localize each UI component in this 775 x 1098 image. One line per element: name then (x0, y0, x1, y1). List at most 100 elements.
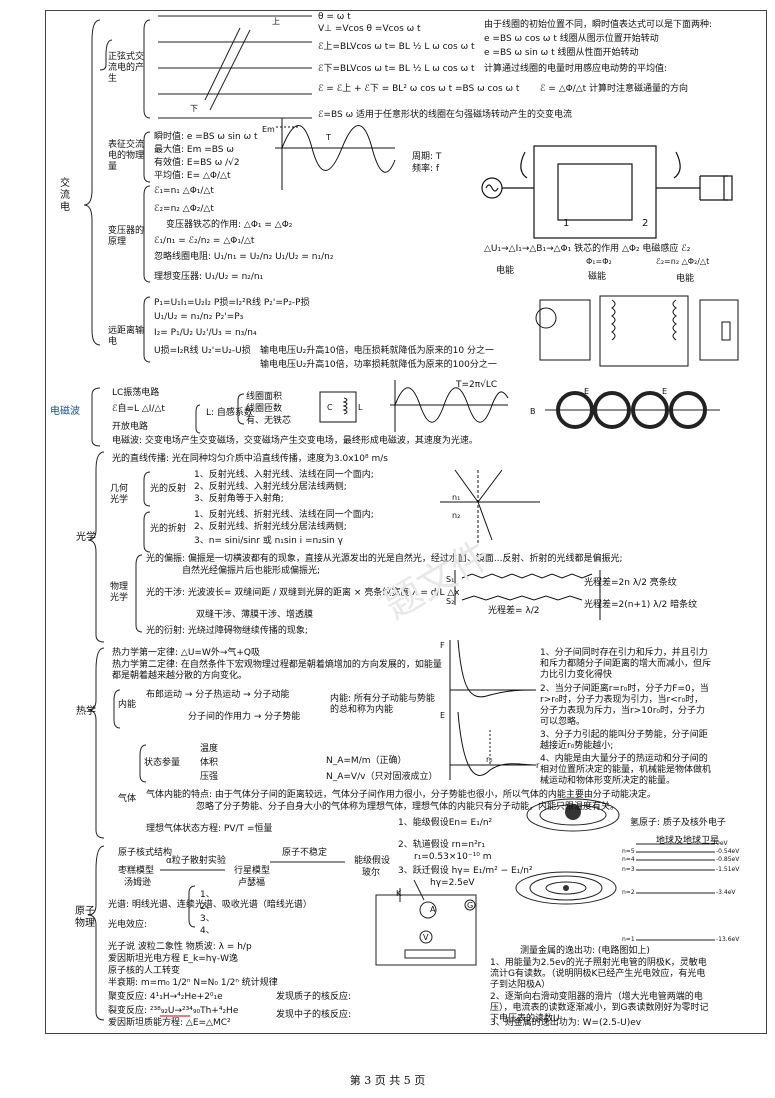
atom-proton: 发现质子的核反应: (276, 992, 352, 1002)
ring-e1: E (584, 387, 590, 396)
optics-interference-2: 双缝干涉、薄膜干涉、增透膜 (196, 610, 314, 620)
mol-3: 3、分子力引起的能叫分子势能，分子间距越接近r₀势能越小; (540, 730, 708, 751)
thermo-inner-def: 内能: 所有分子动能与势能的总和称为内能 (330, 694, 435, 715)
atom-alpha: α粒子散射实验 (166, 856, 226, 866)
mol-1: 1、分子间同时存在引力和斥力，并且引力和斥力都随分子间距离的增大而减小，但斥力比… (540, 648, 712, 680)
graph-axis-e: E (440, 711, 446, 720)
optics-diffraction: 光的衍射: 光绕过障碍物继续传播的现象; (146, 626, 308, 636)
dist-loss: U损=I₂R线 U₂'=U₂-U损 (154, 346, 251, 356)
level-n1: n=1 (622, 936, 635, 943)
photo-1: 1、 (200, 890, 215, 900)
optics-geo: 几何光学 (110, 484, 129, 505)
refraction-item-0: 1、反射光线、折射光线、法线在同一个面内; (194, 510, 374, 520)
thermo-brown: 布郎运动 → 分子热运动 → 分子动能 (146, 690, 290, 700)
na-correct: N_A=M/m（正确） (326, 756, 407, 766)
thermo-gas: 气体 (118, 794, 137, 804)
photo-hv: hγ=2.5eV (430, 878, 475, 888)
level-5: -13.6eV (716, 936, 740, 943)
atom-ruth: 行星模型 (234, 866, 271, 876)
optics-reflection: 光的反射 (150, 484, 187, 494)
ring-b: B (530, 407, 536, 416)
page-footer: 第 3 页 共 5 页 (349, 1074, 426, 1087)
thermo-law1: 热力学第一定律: △U=W外→气+Q吸 (112, 648, 261, 658)
refraction-item-1: 2、反射光线、折射光线分居法线两侧; (194, 522, 347, 532)
section-optics-label: 光学 (76, 532, 96, 543)
flow-e2: ℰ₂=n₂ △Φ₂/△t (656, 257, 710, 266)
note-cos: e =BS ω cos ω t 线圈从图示位置开始转动 (484, 34, 659, 44)
dist-power: P₁=U₁I₁=U₂I₂ P损=I₂²R线 P₂'=P₂-P损 (154, 298, 310, 308)
level-n5: n=5 (622, 848, 635, 855)
optics-phys: 物理光学 (110, 582, 129, 603)
ac-gen-title: 正弦式交流电的产生 (108, 52, 145, 84)
reflection-item-0: 1、反射光线、入射光线、法线在同一个面内; (194, 470, 374, 480)
graph-axis-f: F (440, 641, 445, 650)
atom-photo: 光电效应: (108, 920, 148, 930)
optics-refraction: 光的折射 (150, 524, 187, 534)
atom-mass: 爱因斯坦质能方程: △E=△MC² (108, 1018, 231, 1028)
earth-satellite: 地球及地球卫星 (656, 836, 720, 846)
em-l-item-1: 线圈匝数 (246, 404, 283, 414)
dist-ratio: U₁/U₂ = n₁/n₂ P₂'=P₃ (154, 312, 244, 322)
level-0: 0eV (716, 840, 728, 847)
em-open: 开放电路 (112, 422, 149, 432)
flow-electric-2: 电能 (676, 274, 695, 284)
thermo-law2: 热力学第二定律: 在自然条件下宏观物理过程都是朝着熵增加的方向发展的，如能量都是… (112, 660, 442, 681)
eq-theta: θ = ω t (318, 12, 351, 22)
eq-emf-bottom: ℰ下=BLVcos ω t= BL ½ L ω cos ω t (318, 64, 475, 74)
measure-title: 测量金属的逸出功: (电路图如上) (520, 946, 650, 956)
measure-1: 1、用能量为2.5ev的光子照射光电管的阴极K，灵敏电流计G有读数。（说明阴极K… (490, 958, 707, 990)
note-sin: e =BS ω sin ω t 线圈从性面开始转动 (484, 48, 639, 58)
atom-fission: 裂变反应: ²³⁸₉₂U→²³⁴₉₀Th+⁴₂He (108, 1006, 239, 1016)
path-bright: 光程差=2n λ/2 亮条纹 (584, 578, 677, 588)
h-atom: 氢原子: 质子及核外电子 (630, 818, 726, 828)
level-2: -0.85eV (716, 856, 740, 863)
atom-halflife: 半衰期: m=m₀ 1/2ⁿ N=N₀ 1/2ⁿ 统计规律 (108, 978, 278, 988)
level-n2: n=2 (622, 889, 635, 896)
photo-4: 4、 (200, 926, 215, 936)
mol-4: 4、内能是由大量分子的热运动和分子间的相对位置所决定的能量，机械能是物体做机械运… (540, 754, 712, 786)
gas-inner: 气体内能的特点: 由于气体分子间的距离较远，气体分子间作用力很小，分子势能也很小… (146, 790, 656, 800)
photo-a: A (430, 905, 436, 914)
wave-em-label: Em (262, 125, 275, 134)
lc-l-label: L (358, 403, 363, 412)
section-ac-label: 交流电 (60, 178, 70, 213)
trans-ideal: 理想变压器: U₁/U₂ = n₂/n₁ (154, 272, 264, 282)
eq-emf-total: ℰ = ℰ上 + ℰ下 = BL² ω cos ω t =BS ω cos ω … (318, 84, 520, 94)
char-average: 平均值: E= △Φ/△t (154, 171, 231, 181)
dist-power-note: 输电电压U₂升高10倍，功率损耗就降低为原来的100分之一 (260, 360, 497, 370)
photo-3: 3、 (200, 914, 215, 924)
optics-n1: n₁ (452, 493, 461, 502)
eq-vperp: V⊥ =Vcos θ =Vcos ω t (318, 24, 421, 34)
em-l-coef: L: 自感系数 (206, 408, 253, 418)
section-emwave-label: 电磁波 (50, 406, 80, 417)
gas-ideal-eq: 理想气体状态方程: PV/T =恒量 (146, 824, 273, 834)
flow-chain: △U₁→△I₁→△B₁→△Φ₁ 铁芯的作用 △Φ₂ 电磁感应 ℰ₂ (484, 244, 691, 254)
atom-spectrum: 光谱: 明线光谱、连续光谱、吸收光谱（暗线光谱） (108, 900, 312, 910)
diag-label-top: 上 (272, 17, 280, 26)
atom-thomson: 枣糕模型 (118, 866, 155, 876)
em-l-item-2: 有、无铁芯 (246, 416, 292, 426)
em-lc: LC振荡电路 (112, 388, 160, 398)
level-n3: n=3 (622, 866, 635, 873)
atom-nuclear: 原子核的人工转变 (108, 966, 181, 976)
path-half: 光程差= λ/2 (488, 606, 540, 616)
refraction-item-2: 3、n= sini/sinr 或 n₁sin i =n₂sin γ (194, 536, 343, 546)
photo-k: K (396, 889, 402, 898)
atom-unstable: 原子不稳定 (282, 848, 328, 858)
ac-dist-title: 远距离输电 (108, 326, 145, 347)
core-label-1: 1 (563, 218, 570, 229)
lc-c-label: C (327, 403, 333, 412)
eq-emf-general: ℰ=BS ω 适用于任意形状的线圈在匀强磁场转动产生的交变电流 (318, 110, 572, 120)
em-l-item-0: 线圈面积 (246, 392, 283, 402)
graph-r0: r₀ (486, 755, 493, 764)
atom-thomson-who: 汤姆逊 (124, 878, 152, 888)
dist-voltage-note: 输电电压U₂升高10倍，电压损耗就降低为原来的10 分之一 (260, 346, 494, 356)
atom-structure: 原子核式结构 (118, 848, 173, 858)
flow-magnetic: 磁能 (588, 272, 607, 282)
atom-neutron: 发现中子的核反应: (276, 1010, 352, 1020)
em-self-emf: ℰ自=L △I/△t (112, 404, 165, 414)
flow-phi: Φ₁=Φ₂ (586, 257, 612, 266)
mol-2: 2、当分子间距离r=r₀时，分子力F=0，当r>r₀时，分子力表现为引力，当r<… (540, 684, 709, 727)
flow-electric-1: 电能 (496, 266, 515, 276)
